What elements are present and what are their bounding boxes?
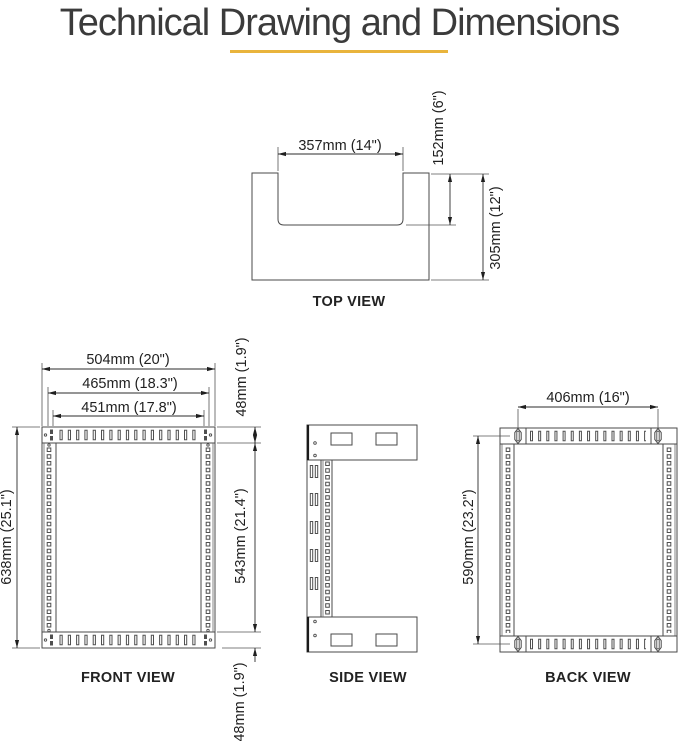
back-view-outline bbox=[499, 427, 678, 653]
top-view: 357mm (14") 152mm (6") 305mm (12") TOP V… bbox=[251, 90, 504, 310]
title-underline-accent bbox=[230, 50, 448, 53]
front-overall-width-label: 504mm (20") bbox=[86, 352, 169, 368]
top-inner-width-label: 357mm (14") bbox=[298, 138, 381, 154]
front-view-caption: FRONT VIEW bbox=[81, 670, 175, 686]
back-view-caption: BACK VIEW bbox=[545, 670, 631, 686]
front-bottom-offset-label: 48mm (1.9") bbox=[232, 662, 248, 741]
back-mount-height-label: 590mm (23.2") bbox=[461, 489, 477, 584]
top-overall-depth-label: 305mm (12") bbox=[488, 186, 504, 269]
side-view-caption: SIDE VIEW bbox=[329, 670, 407, 686]
front-rail-height-label: 543mm (21.4") bbox=[233, 488, 249, 583]
back-view: 406mm (16") 590mm (23.2") BACK VIEW bbox=[461, 390, 678, 686]
front-mount-width-label: 465mm (18.3") bbox=[82, 376, 177, 392]
front-view: 504mm (20") 465mm (18.3") 451mm (17.8") … bbox=[0, 337, 261, 741]
top-view-caption: TOP VIEW bbox=[313, 294, 386, 310]
page-title: Technical Drawing and Dimensions bbox=[59, 2, 620, 44]
front-top-offset-label: 48mm (1.9") bbox=[234, 337, 250, 416]
front-opening-width-label: 451mm (17.8") bbox=[81, 400, 176, 416]
top-inner-depth-label: 152mm (6") bbox=[431, 90, 447, 165]
front-view-outline bbox=[41, 426, 216, 649]
front-overall-height-label: 638mm (25.1") bbox=[0, 489, 15, 584]
side-view-top-arm bbox=[306, 424, 418, 461]
back-mount-width-label: 406mm (16") bbox=[546, 390, 629, 406]
side-view: SIDE VIEW bbox=[306, 424, 418, 686]
side-view-bottom-arm bbox=[306, 616, 418, 653]
top-view-outline bbox=[251, 172, 430, 281]
